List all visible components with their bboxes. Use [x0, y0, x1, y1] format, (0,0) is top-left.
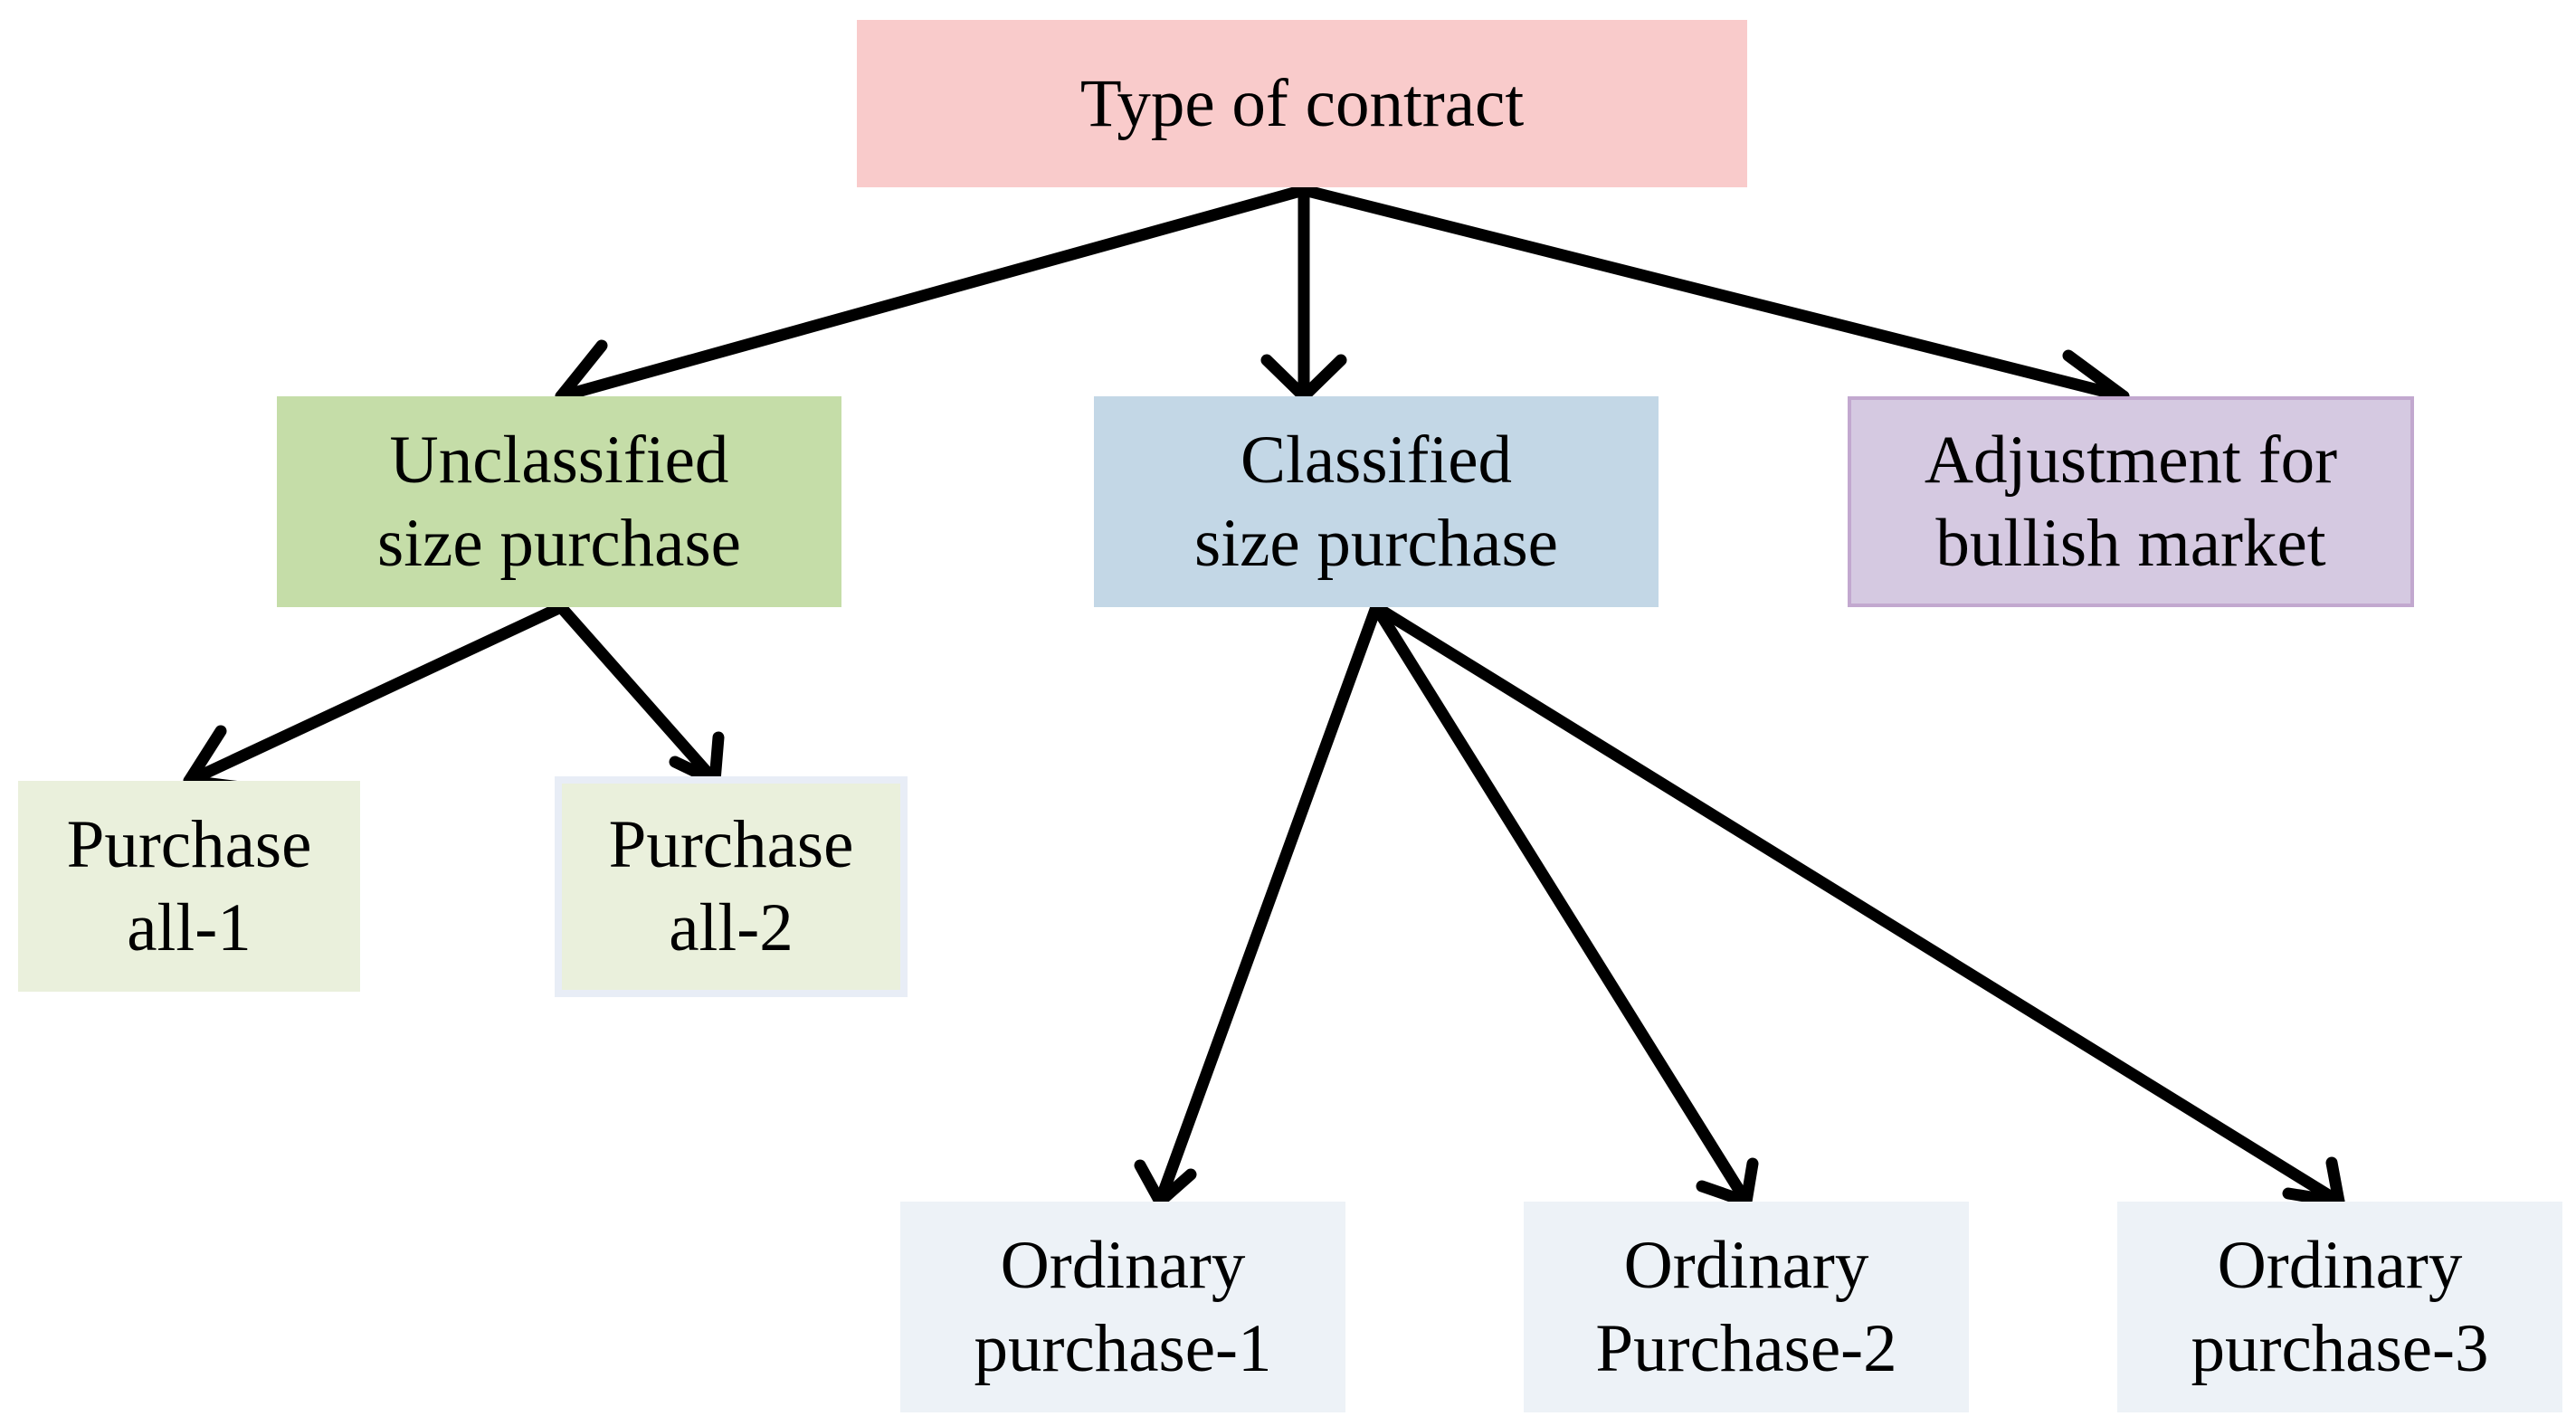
edge-root-to-uncl	[555, 184, 1310, 424]
node-label-line-1: Ordinary	[1623, 1227, 1869, 1303]
node-label-line-2: purchase-1	[974, 1310, 1272, 1386]
node-label-line-1: Purchase	[66, 806, 312, 882]
node-label-line-2: all-1	[127, 889, 252, 965]
node-ordinary-purchase-2: Ordinary Purchase-2	[1524, 1202, 1969, 1412]
node-ordinary-purchase-3: Ordinary purchase-3	[2117, 1202, 2562, 1412]
edge-root-to-adj	[1298, 184, 2130, 428]
node-label-line-2: Purchase-2	[1595, 1310, 1897, 1386]
edge-root-to-cls	[1260, 184, 1347, 403]
node-ordinary-purchase-1: Ordinary purchase-1	[900, 1202, 1345, 1412]
node-purchase-all-2: Purchase all-2	[555, 776, 908, 997]
edge-cls-to-ord1	[1134, 601, 1383, 1208]
node-label-line-2: purchase-3	[2191, 1310, 2489, 1386]
node-label-line-1: Purchase	[608, 807, 854, 882]
edge-uncl-to-pa1	[183, 601, 567, 794]
edge-cls-to-ord2	[1370, 601, 1759, 1208]
edge-uncl-to-pa2	[555, 601, 725, 787]
node-label-line-1: Type of contract	[1079, 65, 1525, 141]
node-label-line-1: Ordinary	[2217, 1227, 2463, 1303]
node-label-line-1: Classified	[1240, 422, 1512, 498]
node-label-line-2: bullish market	[1935, 505, 2326, 581]
node-label-line-1: Ordinary	[1000, 1227, 1246, 1303]
node-label-line-1: Unclassified	[389, 422, 729, 498]
node-unclassified-size-purchase: Unclassified size purchase	[277, 396, 841, 607]
node-label-line-2: all-2	[669, 890, 794, 965]
edge-cls-to-ord3	[1370, 601, 2345, 1208]
node-label-line-2: size purchase	[377, 505, 741, 581]
node-classified-size-purchase: Classified size purchase	[1094, 396, 1659, 607]
node-type-of-contract: Type of contract	[857, 20, 1747, 187]
node-label-line-1: Adjustment for	[1924, 422, 2338, 498]
node-label-line-2: size purchase	[1194, 505, 1558, 581]
node-purchase-all-1: Purchase all-1	[18, 781, 360, 992]
node-adjustment-for-bullish-market: Adjustment for bullish market	[1848, 396, 2414, 607]
